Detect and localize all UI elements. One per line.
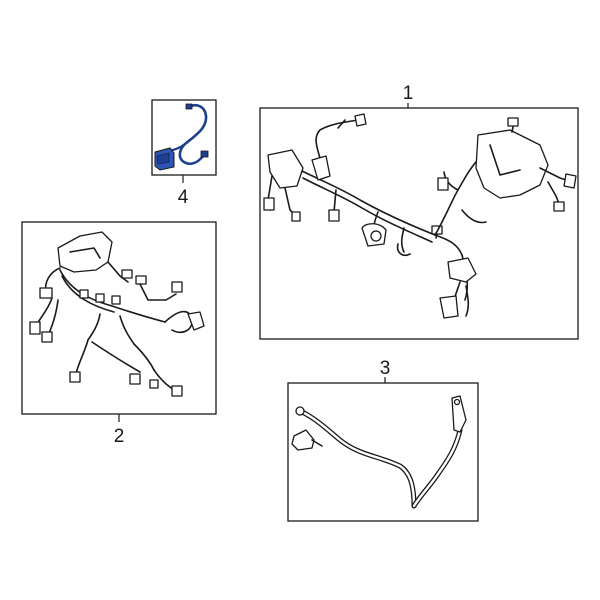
part-4-group[interactable]: 4 [151, 99, 217, 208]
part-1-group[interactable]: 1 [259, 83, 579, 340]
part-2-callout[interactable]: 2 [114, 426, 125, 447]
part-3-callout[interactable]: 3 [380, 358, 391, 379]
part-3-group[interactable]: 3 [287, 358, 479, 522]
part-4-callout[interactable]: 4 [178, 187, 189, 208]
part-3-frame [287, 382, 479, 522]
part-2-group[interactable]: 2 [21, 221, 217, 447]
part-1-callout[interactable]: 1 [403, 83, 414, 104]
part-2-wire-harness[interactable] [29, 231, 205, 397]
part-4-wire-harness[interactable] [154, 103, 209, 171]
part-1-wire-harness[interactable] [263, 113, 577, 319]
part-3-battery-cable[interactable] [291, 395, 467, 509]
part-2-frame [21, 221, 217, 415]
